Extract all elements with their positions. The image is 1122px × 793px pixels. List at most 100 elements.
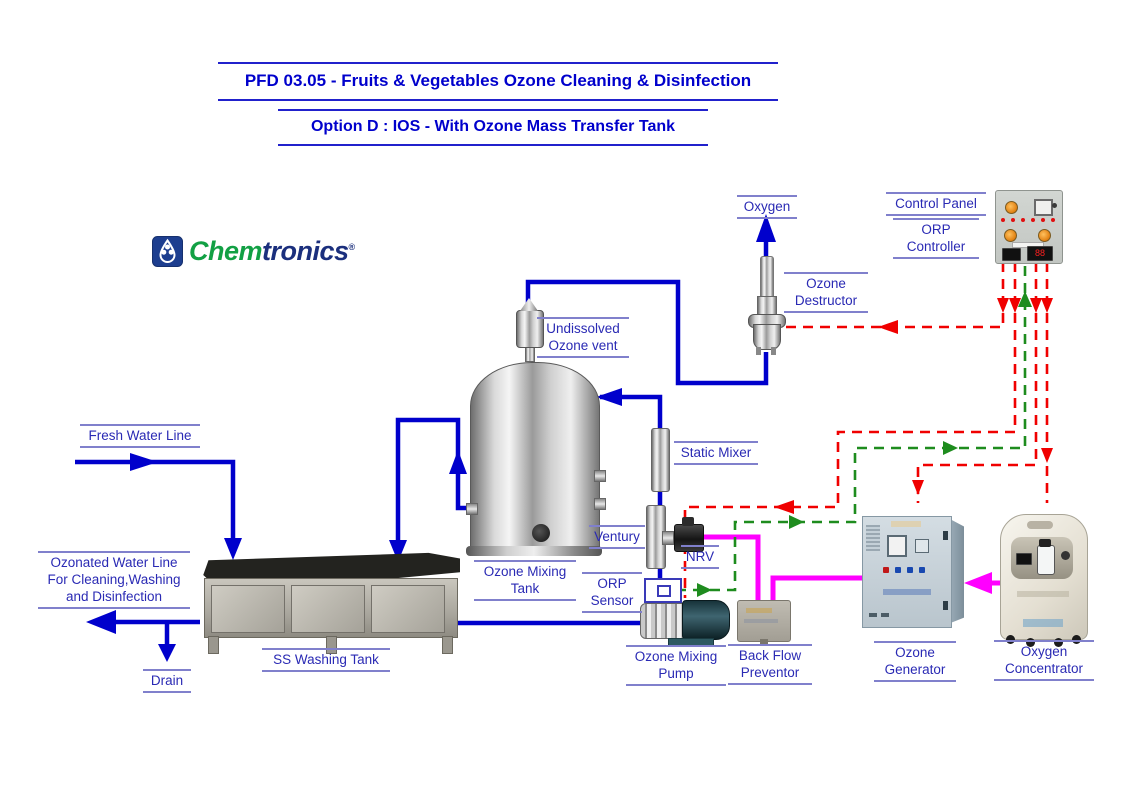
logo-registered-mark: ®	[348, 242, 356, 252]
bfp-to-ventury-line-path	[690, 534, 761, 600]
back-flow-preventor-image	[737, 600, 791, 645]
diagram-subtitle: Option D : IOS - With Ozone Mass Transfe…	[278, 109, 708, 146]
pump-head	[640, 603, 686, 639]
concentrator-caster	[1072, 635, 1081, 644]
label-oxygen-concentrator: Oxygen Concentrator	[994, 640, 1094, 681]
washing-tank-leg	[326, 636, 337, 654]
generator-name-strip	[883, 589, 931, 595]
ozone-destructor-body	[753, 324, 781, 350]
label-drain: Drain	[143, 669, 191, 693]
label-oxygen: Oxygen	[737, 195, 797, 219]
concentrator-knob	[1061, 551, 1070, 560]
generator-gauge	[887, 535, 907, 557]
bfp-text-strip	[744, 619, 778, 623]
mixingtank-to-washtank-line-path	[395, 417, 478, 540]
panel-knob	[1004, 229, 1017, 242]
diagram-title: PFD 03.05 - Fruits & Vegetables Ozone Cl…	[218, 62, 778, 101]
concentrator-handle	[1027, 521, 1053, 529]
orp-sensor-core	[657, 585, 671, 597]
label-ozone-mixing-pump: Ozone Mixing Pump	[626, 645, 726, 686]
chemtronics-logo: Chemtronics®	[152, 236, 355, 267]
generator-indicator	[883, 567, 889, 573]
control-panel-image: 88	[995, 190, 1063, 264]
label-ozone-destructor: Ozone Destructor	[784, 272, 868, 313]
concentrator-humidifier-bottle	[1037, 545, 1055, 575]
label-orp-sensor: ORP Sensor	[582, 572, 642, 613]
generator-vents	[866, 525, 880, 551]
label-static-mixer: Static Mixer	[674, 441, 758, 465]
washing-tank-front	[204, 578, 458, 638]
ozone-destructor-leg	[771, 347, 776, 355]
generator-side	[948, 518, 964, 624]
ss-washing-tank-image	[198, 552, 460, 654]
generator-display	[915, 539, 929, 553]
panel-digital-display: 88	[1027, 246, 1053, 261]
concentrator-caster	[1054, 638, 1063, 647]
tank-nozzle-left	[466, 503, 478, 515]
generator-hinge	[943, 601, 948, 610]
panel-led	[1021, 218, 1025, 222]
panel-button	[1052, 203, 1057, 208]
ozone-mixing-tank-base	[466, 546, 602, 556]
chemtronics-logo-text: Chemtronics®	[189, 236, 355, 267]
bfp-label-strip	[746, 608, 772, 613]
generator-front	[862, 516, 952, 628]
generator-indicator	[895, 567, 901, 573]
concentrator-caster	[1026, 638, 1035, 647]
label-orp-controller: ORP Controller	[893, 218, 979, 259]
generator-top-label	[891, 521, 921, 527]
generator-switch	[881, 613, 889, 617]
label-control-panel: Control Panel	[886, 192, 986, 216]
generator-switch	[869, 613, 877, 617]
panel-meter	[1034, 199, 1053, 216]
panel-knob	[1038, 229, 1051, 242]
panel-led	[1001, 218, 1005, 222]
tank-port	[532, 524, 550, 542]
panel-to-destructor-line-path	[775, 262, 1005, 329]
vent-line-path	[525, 279, 769, 386]
panel-led	[1031, 218, 1035, 222]
concentrator-control-area	[1011, 537, 1073, 579]
label-ss-washing-tank: SS Washing Tank	[262, 648, 390, 672]
static-mixer-image	[651, 428, 670, 492]
tank-nozzle-right-upper	[594, 470, 606, 482]
label-ozone-mixing-tank: Ozone Mixing Tank	[474, 560, 576, 601]
orp-sensor-to-panel-line-path	[676, 262, 1027, 592]
ozone-destructor-leg	[756, 347, 761, 355]
orp-sensor-image	[644, 578, 682, 603]
washing-tank-panel	[371, 585, 445, 633]
generator-indicator	[919, 567, 925, 573]
label-ventury: Ventury	[589, 525, 645, 549]
ventury-side-nozzle	[662, 531, 674, 545]
tank-nozzle-right-lower	[594, 498, 606, 510]
logo-text-tronics: tronics	[262, 236, 349, 266]
label-fresh-water-line: Fresh Water Line	[80, 424, 200, 448]
panel-led	[1051, 218, 1055, 222]
concentrator-model-strip	[1017, 591, 1069, 597]
panel-knob	[1005, 201, 1018, 214]
washing-tank-panel	[291, 585, 365, 633]
label-undissolved-ozone-vent: Undissolved Ozone vent	[537, 317, 629, 358]
concentrator-brand-sticker	[1023, 619, 1063, 627]
panel-display	[1002, 248, 1021, 261]
panel-to-pump-line-path	[683, 262, 1017, 598]
panel-led	[1011, 218, 1015, 222]
fresh-water-line-path	[75, 459, 236, 540]
pump-motor	[682, 600, 730, 640]
washing-tank-leg	[208, 636, 219, 654]
ozone-destructor-tube	[760, 256, 774, 300]
oxygen-concentrator-image	[1000, 514, 1088, 647]
ozone-mixing-tank-image	[470, 362, 600, 554]
control-signal-arrowheads	[774, 298, 1053, 514]
sensor-signal-lines	[676, 262, 1027, 592]
ozone-generator-image	[862, 516, 964, 628]
label-ozone-generator: Ozone Generator	[874, 641, 956, 682]
generator-hinge	[943, 531, 948, 540]
concentrator-bottle-cap	[1039, 539, 1051, 547]
generator-to-bfp-line-path	[770, 575, 862, 600]
chemtronics-logo-icon	[152, 236, 183, 267]
label-back-flow-preventor: Back Flow Preventor	[728, 644, 812, 685]
concentrator-display	[1016, 553, 1032, 565]
nrv-cap	[682, 517, 694, 526]
